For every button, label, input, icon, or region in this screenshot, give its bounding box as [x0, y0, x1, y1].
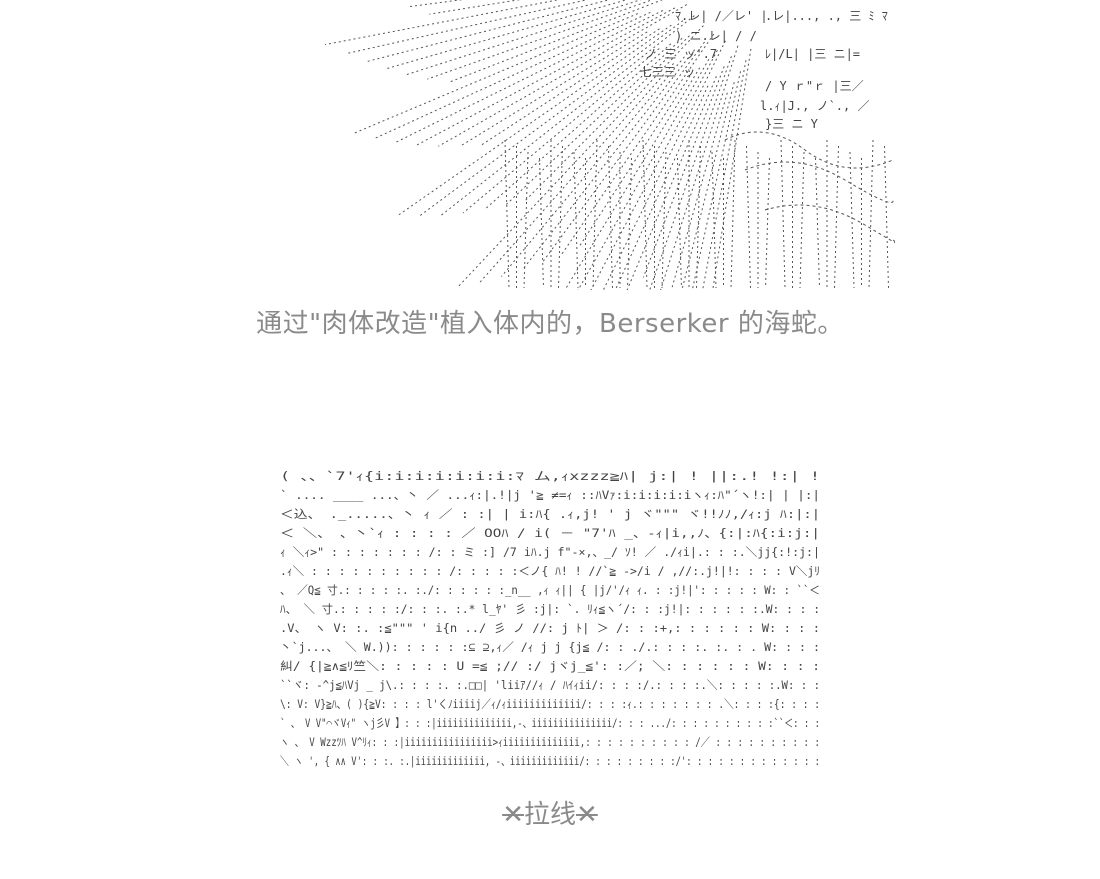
speed-line — [352, 13, 638, 135]
top-art-fragment: ﾚ|/L| |三 ニ|= — [765, 47, 860, 61]
ascii-art-line: 糾/ {|≧∧≦ﾘ竺＼: : : : : U =≦ ;// :/ jヾj_≦':… — [280, 659, 820, 673]
speed-line — [365, 0, 611, 63]
speed-line — [602, 40, 726, 290]
body-stroke — [730, 139, 736, 289]
speed-line — [447, 0, 664, 84]
ascii-art-line: 、 ／Q≦ 寸.: : : : :. :./: : : : : :_n__ ,ｨ… — [280, 583, 820, 597]
body-stroke — [765, 157, 770, 289]
body-stroke — [539, 157, 544, 289]
serpent-coil — [744, 161, 894, 203]
speed-line — [386, 0, 628, 70]
speed-line — [345, 0, 589, 55]
speed-line — [626, 76, 717, 290]
speed-line — [416, 7, 676, 146]
top-art-fragment: 七三三 ッ — [640, 65, 695, 79]
ascii-art-line: .V、 ヽ V: :. :≦""" ' i{n ../ 彡 ノ //: j ﾄ|… — [280, 621, 820, 635]
speed-line — [462, 48, 660, 214]
body-stroke — [696, 145, 701, 289]
speed-line — [373, 11, 651, 140]
speed-line — [521, 49, 696, 271]
ascii-art-line: ＜ ＼、 、丶`ｨ : : : : ／ OOﾊ / i( － "7'ﾊ _、-ｨ… — [280, 526, 820, 540]
body-stroke — [799, 151, 805, 289]
top-art-fragment: l.ｨ|J., ノ`., ／ — [760, 99, 869, 113]
ascii-art-line: ＼ ヽ ', { ∧∧ V': : :. :.|iiiiiiiiiiiii, -… — [280, 754, 820, 768]
ascii-art-line: 丶`j...、 ＼ W.)): : : : : :⊆ ⊇,ｨ／ /ｨ j j {… — [280, 640, 820, 654]
top-art-fragment: / Y ｒ"ｒ |三／ — [765, 79, 864, 93]
speed-line — [504, 37, 683, 207]
top-art-fragment: ノ 三 ッ'.7 — [645, 47, 717, 61]
top-art-fragment: }三 ニ Y — [765, 117, 819, 131]
speed-line — [590, 49, 718, 290]
ascii-art-line: ｨ ＼ｨ>" : : : : : : : /: : ミ :] /7 iﾊ.j f… — [280, 545, 820, 559]
ascii-art-line: ` 、 V V"⌒ヾVｨ" ヽj彡V 】: : :|iiiiiiiiiiiiii… — [280, 716, 820, 730]
speed-line — [541, 41, 705, 264]
speed-line — [564, 67, 701, 290]
top-art-fragment: ) ニ.レ| / / — [675, 29, 757, 43]
ascii-art-line: \: V: V}≧ﾊ、( ){≧V: : : : l'くﾉiiiij／ｨ/ｨii… — [280, 697, 820, 711]
body-stroke — [661, 151, 667, 289]
speed-line — [479, 28, 660, 147]
ascii-art-line: ``ヾ: -^j≦ﾊVj _ j\.: : : :. :.□□| 'liiｱ//… — [280, 678, 820, 692]
body-stroke — [558, 145, 563, 289]
body-stroke — [849, 151, 855, 289]
serpent-coil — [724, 131, 894, 169]
speed-line — [691, 71, 741, 290]
strike-mark-right: ✕ — [576, 800, 598, 830]
strike-mark-left: ✕ — [502, 800, 524, 830]
speed-line — [660, 45, 739, 290]
body-stroke — [746, 145, 751, 289]
speed-line — [441, 15, 695, 216]
speed-line — [712, 48, 752, 290]
bottom-ascii-art-panel: ( 、、`7'ｨ{i:i:i:i:i:i:i:ﾏ ム,ｨxzzz≧ﾊ| j:| … — [278, 462, 826, 777]
speed-line — [681, 82, 735, 290]
speed-line — [427, 0, 654, 80]
speed-line — [459, 31, 648, 148]
speed-line — [642, 66, 725, 278]
top-art-fragment: ﾏ.レ| /／レ' | — [675, 9, 768, 23]
ascii-art-line: ( 、、`7'ｨ{i:i:i:i:i:i:i:ﾏ ム,ｨxzzz≧ﾊ| j:| … — [280, 469, 820, 483]
top-art-fragment: .レ|..., ., 三 ﾐ ﾏ ﾆ — [765, 9, 895, 23]
ascii-art-line: ヽ 、 V Wzzﾂﾊ V^ﾘｨ: : :|iiiiiiiiiiiiiiii>ｨ… — [280, 735, 820, 749]
speed-line — [406, 0, 642, 75]
speed-line — [397, 24, 672, 217]
speed-line — [395, 10, 664, 143]
body-stroke — [711, 151, 717, 289]
ascii-art-line: ` .... ____ ...、丶 ／ ...ｨ:|.!|j '≧ ≠=ｨ ::… — [280, 488, 820, 502]
top-line-art-panel: ﾏ.レ| /／レ' |.レ|..., ., 三 ﾐ ﾏ ﾆ ) ニ.レ| / / ノ… — [205, 0, 895, 290]
ascii-art-line: ＜込、 ._.....、丶 ｨ ／ : :| | i:ﾊ{ .ｨ,j! ' j … — [280, 507, 820, 521]
body-stroke — [834, 145, 839, 289]
bottom-ascii-art-drawing: ( 、、`7'ｨ{i:i:i:i:i:i:i:ﾏ ム,ｨxzzz≧ﾊ| j:| … — [280, 469, 820, 768]
top-line-art-drawing: ﾏ.レ| /／レ' |.レ|..., ., 三 ﾐ ﾏ ﾆ ) ニ.レ| / / ノ… — [325, 0, 895, 290]
speed-line — [483, 43, 672, 211]
body-stroke — [884, 145, 889, 289]
speed-line — [579, 75, 691, 246]
bottom-caption: ✕拉线✕ — [0, 794, 1100, 831]
body-stroke — [815, 157, 820, 289]
bottom-caption-text: 拉线 — [523, 800, 576, 830]
body-stroke — [677, 157, 682, 289]
top-caption: 通过"肉体改造"植入体内的，Berserker 的海蛇。 — [256, 309, 844, 339]
body-stroke — [523, 151, 529, 289]
body-stroke — [608, 145, 613, 289]
body-stroke — [627, 157, 632, 289]
speed-line — [614, 85, 709, 290]
ascii-art-line: .ｨ＼ : : : : : : : : : : /: : : : :＜ノ{ ﾊ!… — [280, 564, 820, 578]
ascii-art-line: ﾊ、 ＼ 寸.: : : : :/: : :. :.* l_ﾔ' 彡 :j|: … — [280, 602, 820, 616]
body-stroke — [642, 139, 648, 289]
serpent-coil — [764, 204, 895, 244]
speed-line — [670, 92, 728, 290]
speed-line — [479, 63, 674, 283]
body-stroke — [868, 139, 874, 289]
body-stroke — [592, 139, 598, 289]
